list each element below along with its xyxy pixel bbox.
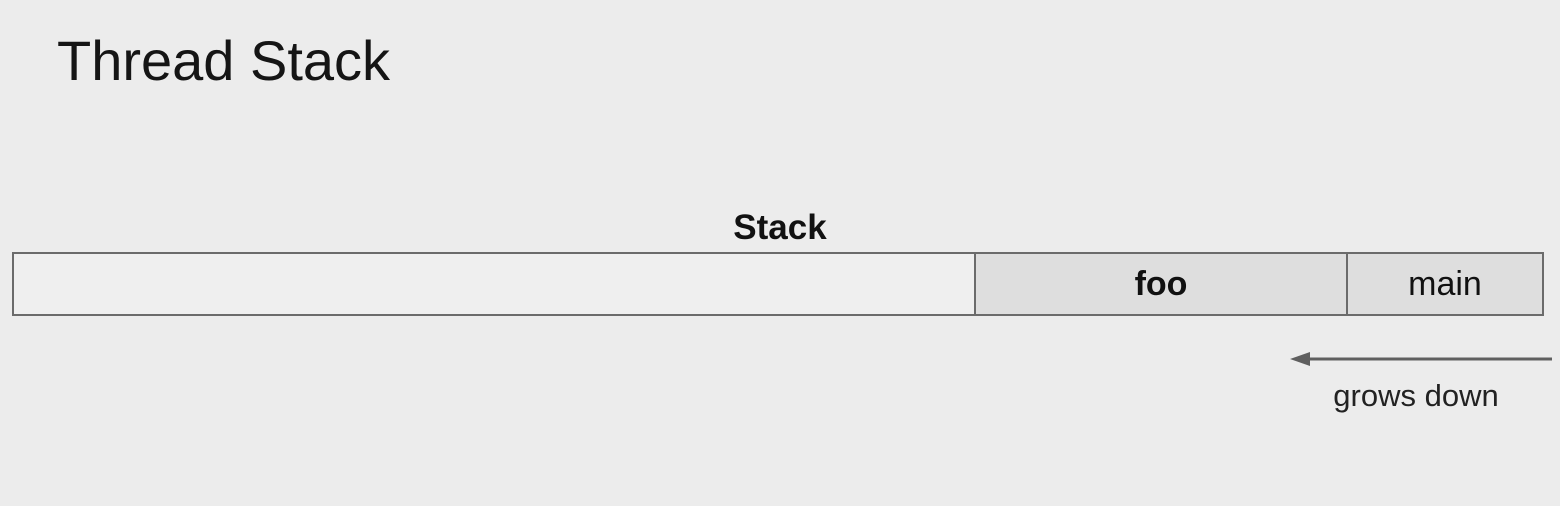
- stack-label: Stack: [733, 208, 827, 247]
- stack-bar: foo main: [12, 252, 1544, 316]
- stack-frame-foo: foo: [976, 254, 1348, 314]
- left-arrow-icon: [1290, 352, 1552, 366]
- slide-title: Thread Stack: [57, 29, 391, 92]
- free-stack-space: [14, 254, 976, 314]
- grows-down-label: grows down: [1333, 378, 1499, 413]
- stack-frame-main: main: [1348, 254, 1542, 314]
